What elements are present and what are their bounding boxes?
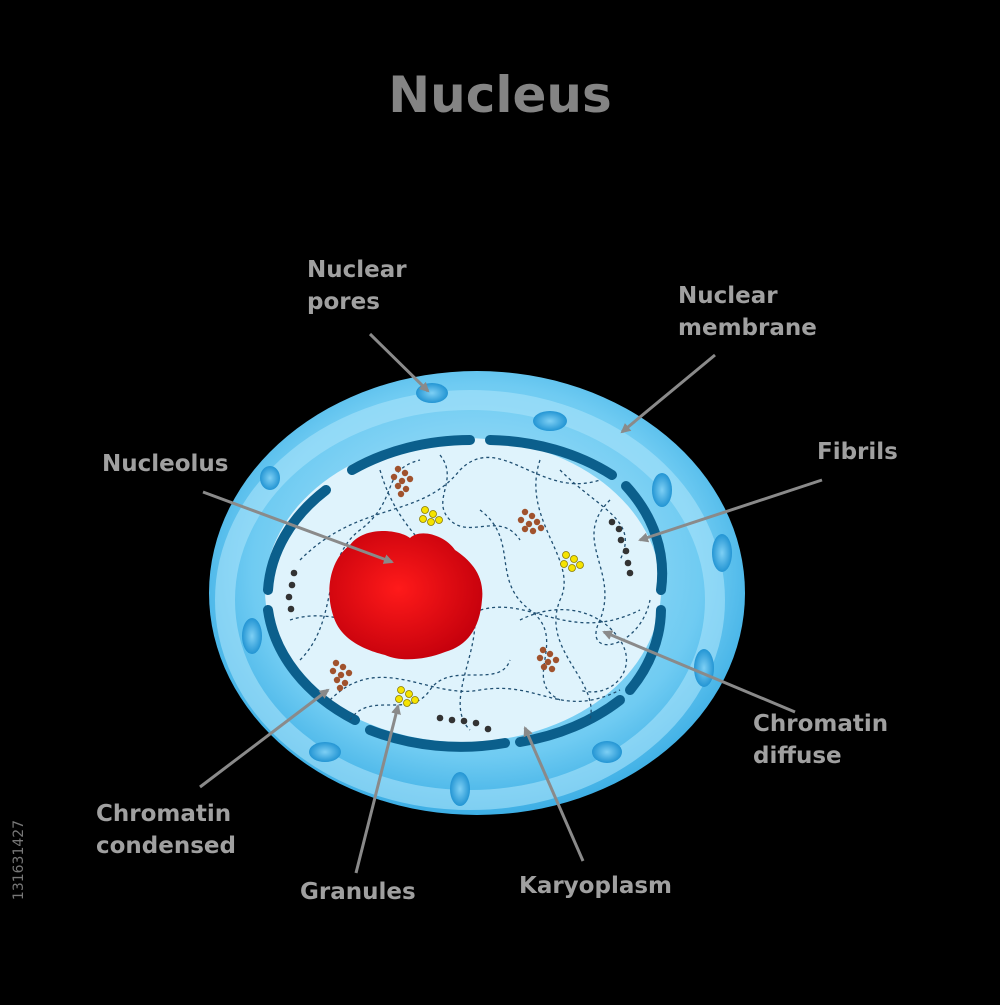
arrow-chromatin-condensed (199, 688, 330, 789)
diagram-title: Nucleus (388, 66, 612, 124)
membrane-highlight (215, 390, 725, 810)
envelope-segment (365, 725, 510, 752)
arrow-nuclear-pores (368, 332, 430, 393)
nucleolus (329, 530, 483, 660)
label-karyoplasm: Karyoplasm (519, 873, 673, 899)
label-fibrils: Fibrils (817, 439, 898, 465)
label-granules: Granules (300, 879, 416, 905)
envelope-segment (485, 435, 617, 480)
envelope-segments (263, 435, 668, 752)
fibril (439, 454, 521, 541)
nuclear-pore (533, 411, 567, 431)
nuclear-pore (450, 772, 470, 806)
arrow-karyoplasm (523, 726, 585, 862)
envelope-segment (347, 435, 475, 475)
arrow-fibrils (638, 478, 823, 543)
envelope-segment (263, 605, 360, 725)
nuclear-pore (652, 473, 672, 507)
stock-id: 131631427 (11, 819, 27, 901)
nuclear-pore (242, 618, 262, 654)
chromatin-clusters (329, 465, 560, 692)
fibril (519, 608, 627, 693)
fibril (535, 459, 592, 721)
envelope-segment (263, 485, 331, 595)
fibril (593, 499, 651, 646)
fibril (479, 509, 561, 701)
granule-clusters (395, 506, 584, 707)
fibril (379, 469, 476, 731)
granule-cluster (419, 506, 443, 526)
arrow-nuclear-membrane (620, 353, 716, 434)
chromatin-cluster (390, 465, 414, 498)
nuclear-pore (309, 742, 341, 762)
dark-chromatin-dots (285, 518, 634, 733)
nuclear-pores (242, 383, 732, 806)
label-nucleolus: Nucleolus (102, 451, 229, 477)
arrow-nucleolus (202, 490, 394, 564)
label-arrows (199, 332, 823, 874)
chromatin-cluster (517, 508, 545, 535)
chromatin-cluster (329, 659, 353, 692)
nuclear-pore (592, 741, 622, 763)
nuclear-pore (260, 466, 280, 490)
nuclear-pore (694, 649, 714, 687)
arrow-chromatin-diffuse (602, 630, 796, 714)
fibril (329, 676, 621, 703)
arrow-granules (354, 704, 401, 874)
granule-cluster (560, 551, 584, 572)
granule-cluster (395, 686, 419, 707)
fibril (299, 456, 601, 561)
chromatin-cluster (536, 646, 560, 673)
nuclear-pore (712, 534, 732, 572)
